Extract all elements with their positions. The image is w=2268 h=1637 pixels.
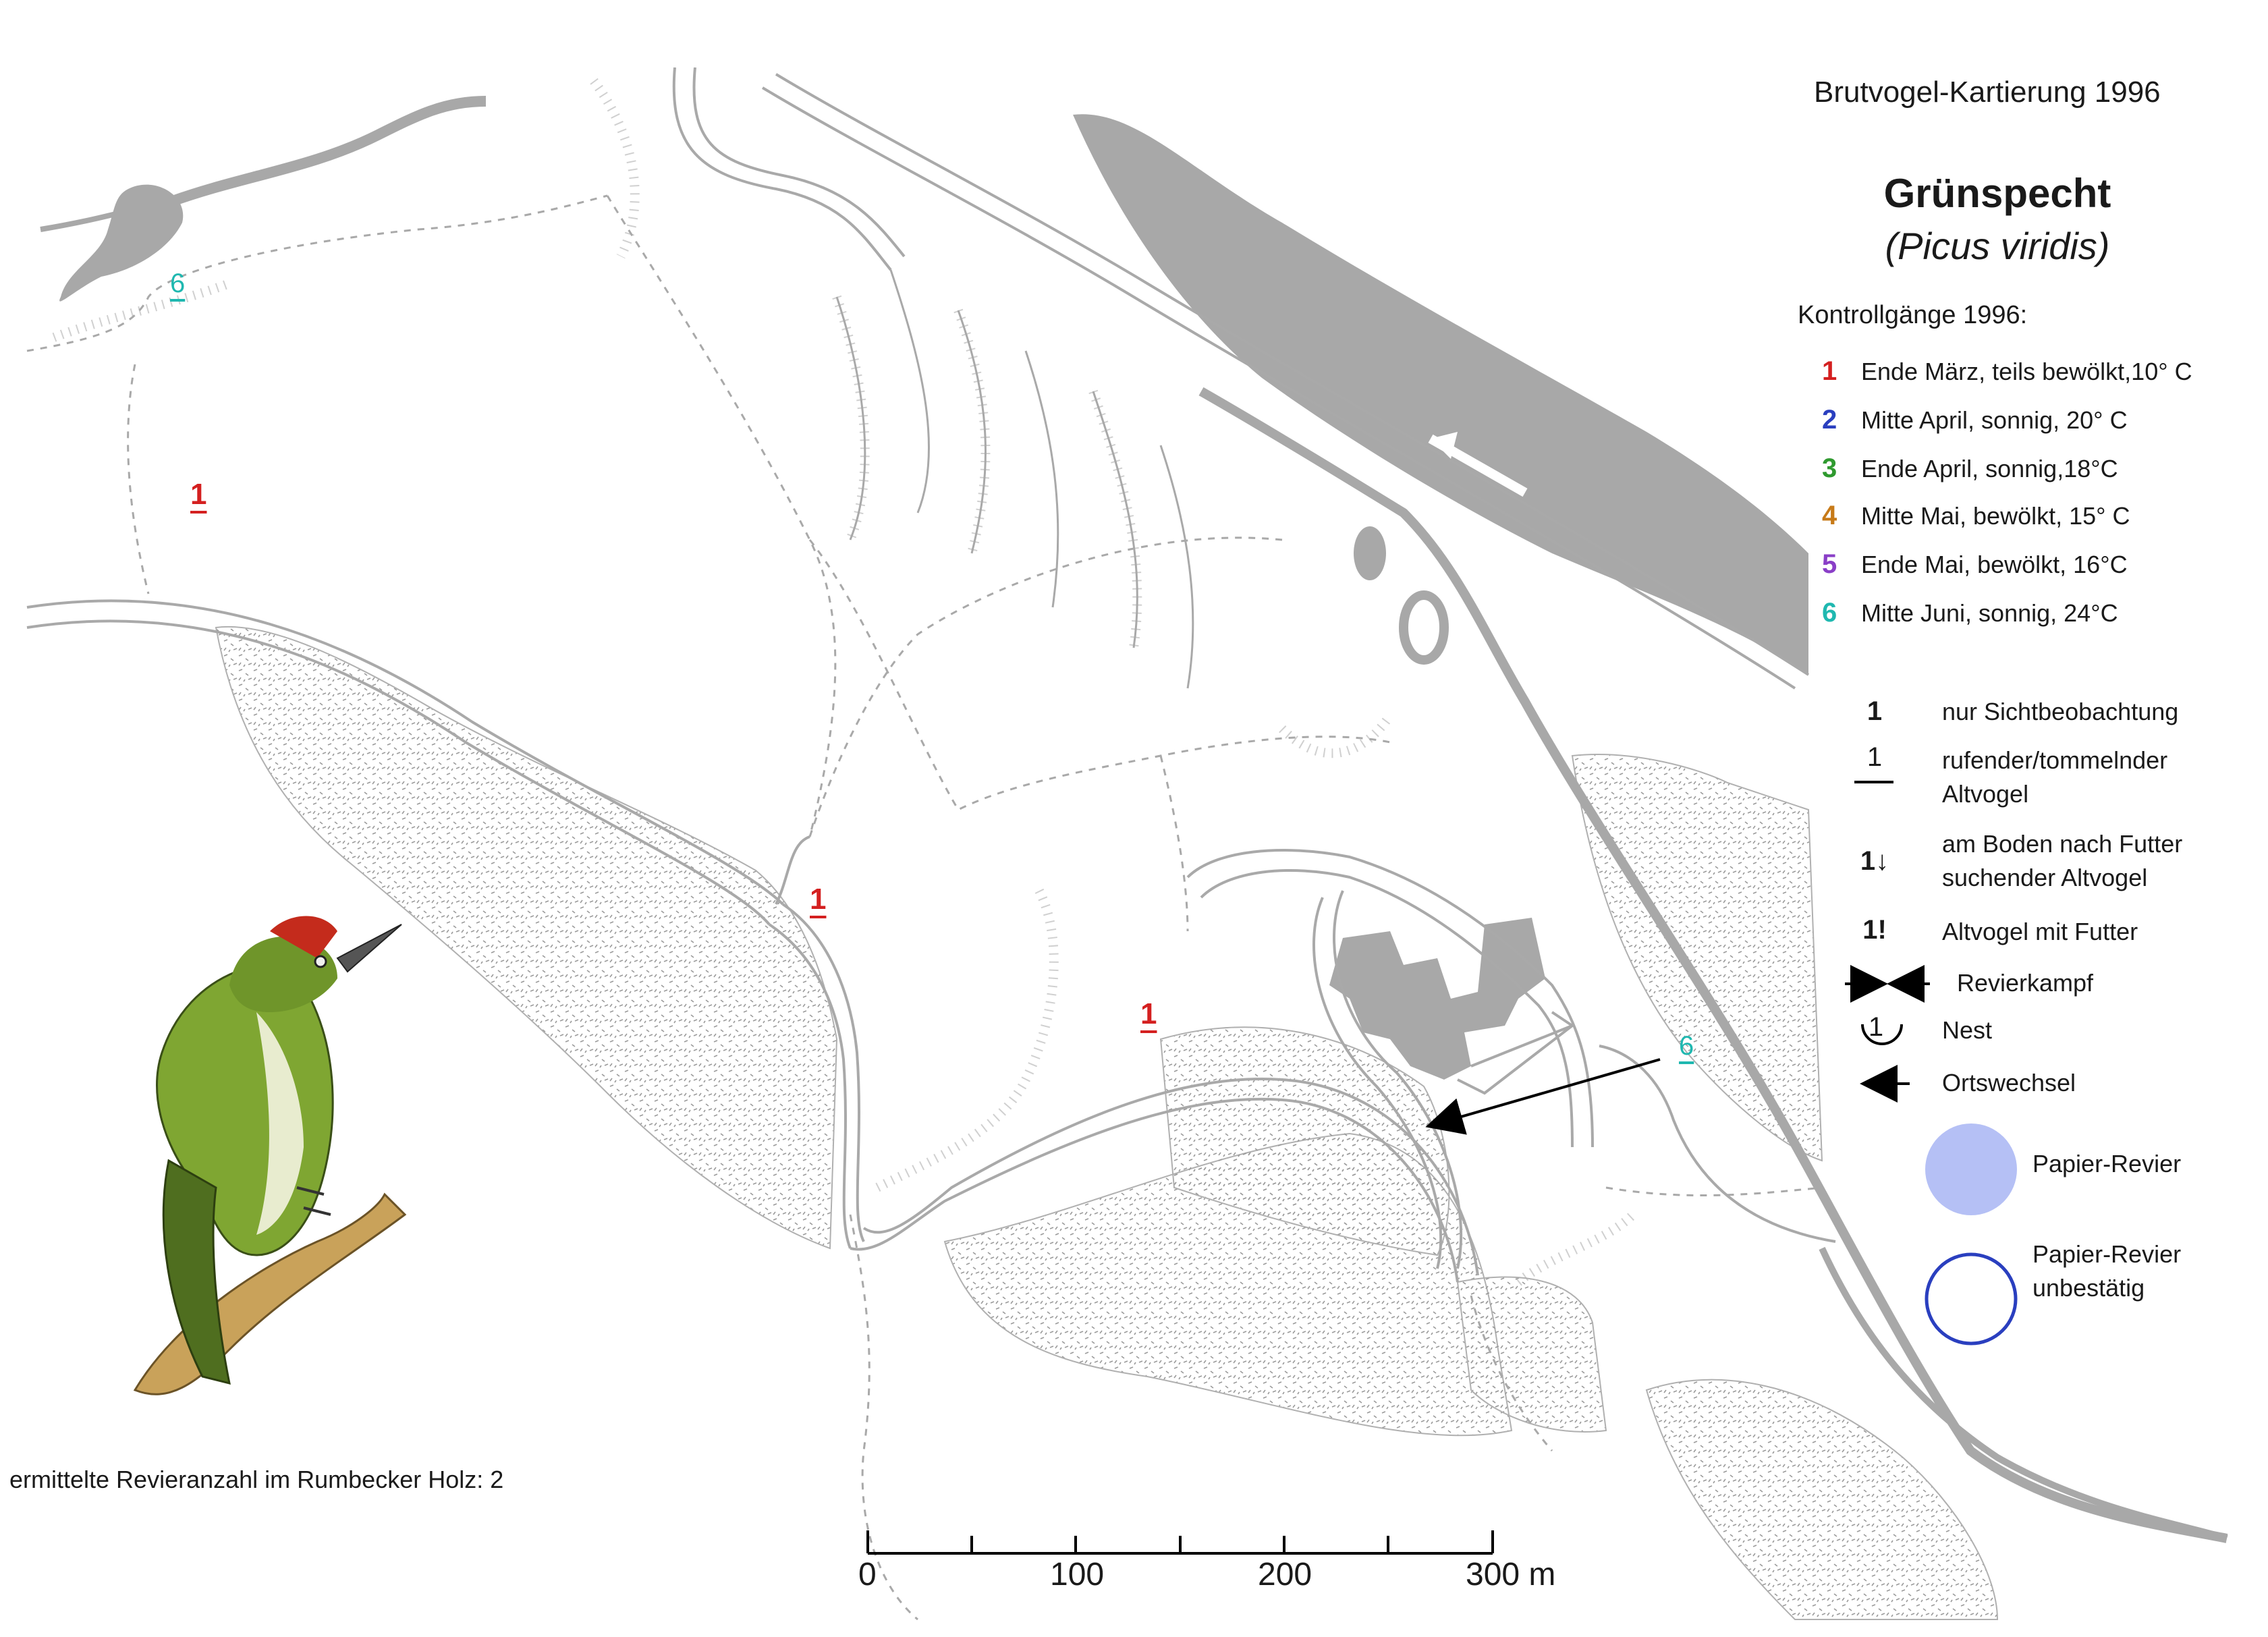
stream-northwest: [167, 96, 487, 208]
observation-marker: 1: [1140, 997, 1157, 1030]
kontrollgang-text: Ende April, sonnig,18°C: [1861, 455, 2118, 482]
footpaths: [26, 194, 1823, 1621]
survey-title: Brutvogel-Kartierung 1996: [1814, 76, 2161, 109]
kontrollgang-number: 6: [1822, 598, 1837, 628]
legend-label: Revierkampf: [1957, 969, 2094, 997]
legend-label: am Boden nach Futter: [1942, 830, 2183, 858]
legend-label: Altvogel: [1942, 780, 2029, 808]
slope-hatching: [52, 78, 1636, 1286]
legend-label: Ortswechsel: [1942, 1069, 2076, 1097]
territory-count-note: ermittelte Revieranzahl im Rumbecker Hol…: [9, 1466, 504, 1493]
nest-icon: [1861, 1024, 1903, 1045]
kontrollgang-row: 6 Mitte Juni, sonnig, 24°C: [1822, 598, 2118, 628]
kontrollgang-number: 3: [1822, 453, 1837, 483]
forest-area-southeast: [1645, 1379, 1999, 1620]
number-exclamation-icon: 1!: [1862, 915, 1887, 945]
legend-label: rufender/tommelnder: [1942, 746, 2168, 774]
kontrollgang-row: 3 Ende April, sonnig,18°C: [1822, 453, 2118, 484]
observation-marker: 1: [190, 478, 207, 511]
kontrollgang-row: 5 Ende Mai, bewölkt, 16°C: [1822, 549, 2128, 580]
forest-area-lower: [1456, 1276, 1607, 1433]
legend-label: suchender Altvogel: [1942, 864, 2148, 891]
movement-arrow: [1425, 1058, 1661, 1135]
scale-label: 300 m: [1466, 1557, 1556, 1592]
lake-northwest: [59, 184, 184, 302]
pond-2: [1399, 590, 1449, 665]
forest-area-east: [1571, 754, 1823, 1162]
observation-marker: 6: [1679, 1031, 1694, 1061]
legend-label: Papier-Revier: [2032, 1150, 2182, 1177]
number-arrow-down-icon: 1↓: [1860, 846, 1889, 876]
kontrollgang-text: Ende Mai, bewölkt, 16°C: [1861, 551, 2128, 578]
kontrollgang-text: Mitte Juni, sonnig, 24°C: [1861, 599, 2118, 627]
kontrollgaenge-heading: Kontrollgänge 1996:: [1798, 301, 2028, 329]
legend-label: Nest: [1942, 1016, 1993, 1044]
kontrollgang-text: Ende März, teils bewölkt,10° C: [1861, 358, 2192, 385]
observation-marker: 6: [170, 269, 186, 298]
kontrollgang-number: 1: [1822, 356, 1837, 386]
kontrollgang-row: 1 Ende März, teils bewölkt,10° C: [1822, 356, 2192, 387]
kontrollgang-row: 2 Mitte April, sonnig, 20° C: [1822, 405, 2128, 435]
kontrollgang-number: 2: [1822, 405, 1837, 435]
kontrollgang-number: 5: [1822, 549, 1837, 579]
scale-label: 100: [1050, 1557, 1105, 1592]
kontrollgang-text: Mitte April, sonnig, 20° C: [1861, 406, 2128, 434]
filled-circle-icon: [1925, 1123, 2017, 1215]
legend-label: nur Sichtbeobachtung: [1942, 698, 2179, 725]
legend-label: Papier-Revier: [2032, 1240, 2182, 1268]
water-body-river: [1073, 114, 1808, 675]
legend-label: Altvogel mit Futter: [1942, 918, 2138, 945]
scale-bar: [866, 1530, 1494, 1555]
observation-marker: 1: [810, 883, 827, 916]
pond-1: [1354, 526, 1386, 580]
scale-label: 200: [1258, 1557, 1312, 1592]
forest-area-center: [1159, 1026, 1450, 1256]
species-name: Grünspecht: [1883, 171, 2111, 216]
nest-icon-number: 1: [1868, 1012, 1884, 1042]
road-network: [26, 67, 2228, 1543]
green-woodpecker-illustration: [133, 916, 407, 1395]
scale-label: 0: [858, 1557, 877, 1592]
outline-circle-icon: [1925, 1252, 2018, 1345]
underlined-number-icon: 1: [1866, 742, 1883, 772]
building-complex: [1329, 918, 1545, 1080]
legend-symbols: [1845, 781, 2018, 1345]
plain-number-icon: 1: [1866, 696, 1883, 726]
kontrollgang-text: Mitte Mai, bewölkt, 15° C: [1861, 502, 2130, 530]
forest-area-west: [215, 626, 838, 1250]
kontrollgang-number: 4: [1822, 501, 1837, 530]
legend-label: unbestätig: [2032, 1274, 2145, 1302]
kontrollgang-row: 4 Mitte Mai, bewölkt, 15° C: [1822, 501, 2130, 531]
latin-name: (Picus viridis): [1885, 225, 2110, 267]
